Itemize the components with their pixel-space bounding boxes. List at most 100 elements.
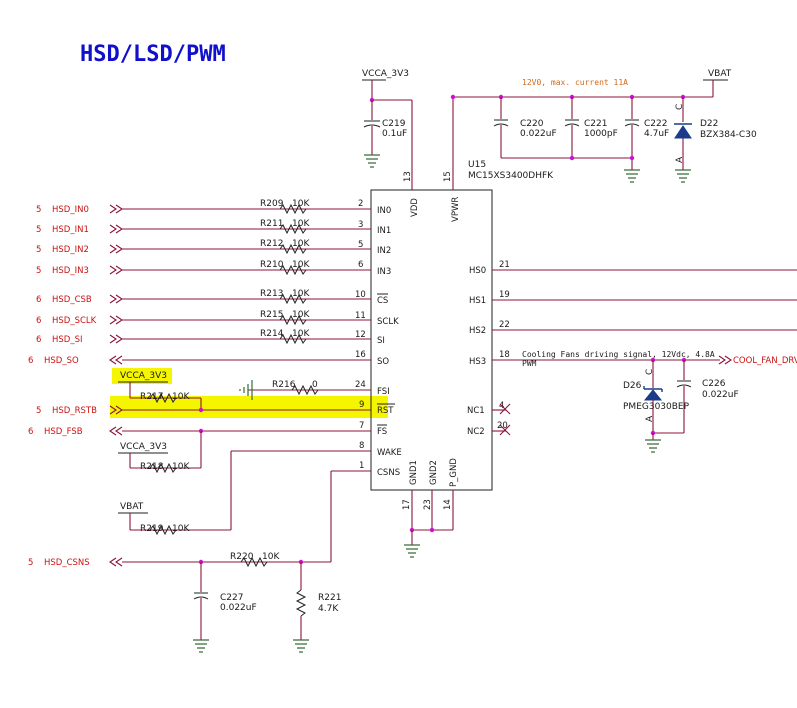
pin-num-6: 6 — [358, 260, 363, 270]
series-resistor-labels: R209 10K R211 10K R212 10K R210 10K R213… — [260, 199, 310, 339]
d22-ref: D22 — [700, 119, 718, 129]
r218-val: 10K — [172, 462, 190, 472]
pin-num-5: 5 — [358, 240, 363, 250]
pin-num-1: 1 — [359, 461, 364, 471]
pin-num-12: 12 — [355, 330, 366, 340]
fan-note-pwm: PWM — [522, 359, 537, 368]
net-labels[interactable]: 5 HSD_IN0 5 HSD_IN1 5 HSD_IN2 5 HSD_IN3 … — [28, 205, 97, 568]
ic-right-pins: HS0 HS1 HS2 HS3 NC1 NC2 21 19 22 18 4 20 — [467, 260, 510, 437]
vcca-label-top: VCCA_3V3 — [362, 69, 409, 79]
pin-name-hs3: HS3 — [469, 357, 486, 367]
pin-num-24: 24 — [355, 380, 366, 390]
d26-ref: D26 — [623, 381, 642, 391]
c220-ref: C220 — [520, 119, 544, 129]
net-sheet: 6 — [28, 427, 33, 437]
r212-val: 10K — [292, 239, 310, 249]
r211-ref: R211 — [260, 219, 283, 229]
r214-val: 10K — [292, 329, 310, 339]
net-hsd-in3: HSD_IN3 — [52, 266, 89, 276]
pin-num-20: 20 — [497, 421, 508, 431]
net-hsd-rstb: HSD_RSTB — [52, 406, 97, 416]
net-sheet: 6 — [36, 335, 41, 345]
pin-name-pgnd: P_GND — [449, 458, 459, 487]
r217-val: 10K — [172, 392, 190, 402]
pin-name-csns: CSNS — [377, 468, 400, 478]
r215-ref: R215 — [260, 310, 283, 320]
net-hsd-in0: HSD_IN0 — [52, 205, 89, 215]
pin-name-fsi: FSI — [377, 387, 390, 397]
d22-anode-label: A — [675, 156, 685, 163]
fsi-r216 — [239, 380, 371, 400]
pin-name-in2: IN2 — [377, 246, 391, 256]
c226 — [645, 360, 692, 453]
pin-num-11: 11 — [355, 311, 366, 321]
r216-ref: R216 — [272, 380, 296, 390]
pin-num-9: 9 — [359, 400, 364, 410]
pin-num-22: 22 — [499, 320, 510, 330]
pin-num-16: 16 — [355, 350, 366, 360]
c226-ref: C226 — [702, 379, 726, 389]
pin-num-8: 8 — [359, 441, 364, 451]
d26-part: PMEG3030BEP — [623, 402, 690, 412]
r218-ref: R218 — [140, 462, 164, 472]
r216-val: 0 — [312, 380, 318, 390]
pin-name-vpwr: VPWR — [451, 197, 461, 222]
pin-name-gnd1: GND1 — [409, 460, 419, 485]
pin-num-18: 18 — [499, 350, 510, 360]
net-sheet: 5 — [36, 245, 41, 255]
highlight-rst-net — [110, 396, 388, 418]
net-hsd-so: HSD_SO — [44, 356, 79, 366]
pin-num-10: 10 — [355, 290, 366, 300]
r213-val: 10K — [292, 289, 310, 299]
c219-ref: C219 — [382, 119, 406, 129]
r211-val: 10K — [292, 219, 310, 229]
c220-val: 0.022uF — [520, 129, 557, 139]
pin-num-23: 23 — [423, 499, 433, 510]
net-hsd-sclk: HSD_SCLK — [52, 316, 97, 326]
r215-val: 10K — [292, 310, 310, 320]
pin-name-wake: WAKE — [377, 448, 402, 458]
series-resistors — [279, 203, 307, 345]
net-sheet: 6 — [36, 295, 41, 305]
pin-num-17: 17 — [402, 499, 412, 510]
net-arrows — [109, 204, 123, 567]
schottky-d26 — [643, 360, 663, 433]
d22-part: BZX384-C30 — [700, 130, 757, 140]
pin-name-in1: IN1 — [377, 226, 391, 236]
pin-name-vdd: VDD — [410, 198, 420, 217]
net-cool-fan-drv[interactable]: COOL_FAN_DRV — [733, 356, 797, 366]
net-sheet: 5 — [36, 205, 41, 215]
pin-name-gnd2: GND2 — [429, 460, 439, 485]
pin-num-21: 21 — [499, 260, 510, 270]
ic-left-pin-names: IN0 IN1 IN2 IN3 CS SCLK SI SO FSI RST FS… — [377, 206, 402, 478]
bulk-capacitors — [493, 97, 640, 183]
pin-name-nc2: NC2 — [467, 427, 485, 437]
net-hsd-fsb: HSD_FSB — [44, 427, 83, 437]
ic-bottom-pins: GND1 GND2 P_GND 17 23 14 — [402, 458, 459, 510]
zener-d22 — [674, 97, 692, 183]
pin-name-rst: RST — [377, 406, 394, 416]
r210-val: 10K — [292, 260, 310, 270]
pin-name-hs0: HS0 — [469, 266, 486, 276]
r212-ref: R212 — [260, 239, 283, 249]
ground-icon — [364, 154, 380, 168]
ic-top-pins: VDD VPWR 13 15 — [403, 171, 461, 222]
input-wires — [122, 208, 371, 432]
net-sheet: 5 — [36, 406, 41, 416]
pin-name-so: SO — [377, 357, 389, 367]
net-hsd-in2: HSD_IN2 — [52, 245, 89, 255]
pin-num-7: 7 — [359, 421, 364, 431]
pin-num-14: 14 — [443, 499, 453, 510]
net-sheet: 6 — [36, 316, 41, 326]
pin-name-si: SI — [377, 336, 385, 346]
pin-num-19: 19 — [499, 290, 510, 300]
r221-val: 4.7K — [318, 604, 339, 614]
r209-val: 10K — [292, 199, 310, 209]
c219-val: 0.1uF — [382, 129, 407, 139]
net-sheet: 5 — [28, 558, 33, 568]
c221-val: 1000pF — [584, 129, 618, 139]
pin-name-nc1: NC1 — [467, 406, 485, 416]
r210-ref: R210 — [260, 260, 284, 270]
ic-ref: U15 — [468, 160, 486, 170]
c226-val: 0.022uF — [702, 390, 739, 400]
